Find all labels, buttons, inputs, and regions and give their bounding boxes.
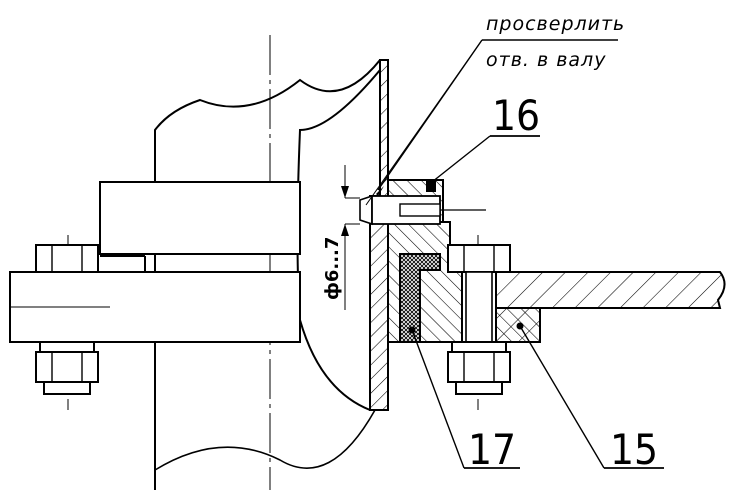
- callout-16-leader: [431, 135, 491, 183]
- left-bolt: [35, 244, 99, 395]
- note-leader-2: [365, 39, 483, 206]
- callout-17-number: 17: [468, 425, 516, 474]
- shaft-wall-hatched: [369, 59, 389, 411]
- hole-dimension-label: ф6...7: [322, 237, 343, 300]
- shaft-break-bottom: [154, 409, 376, 471]
- packing-seal: [399, 253, 441, 343]
- callout-15-number: 15: [610, 425, 658, 474]
- note-line-1: просверлить: [486, 13, 625, 35]
- pin: [359, 194, 486, 226]
- hub-block: [99, 181, 301, 255]
- callout-15-leader: [519, 325, 605, 469]
- hole-dimension: [341, 165, 360, 310]
- shaft-outline: [154, 59, 381, 490]
- callout-16-number: 16: [492, 91, 540, 140]
- note-leader-arrow: [376, 186, 384, 196]
- note-line-2: отв. в валу: [486, 49, 606, 71]
- right-bolt: [447, 244, 511, 395]
- callout-17-leader: [411, 329, 465, 469]
- pin-retainer: [426, 180, 436, 192]
